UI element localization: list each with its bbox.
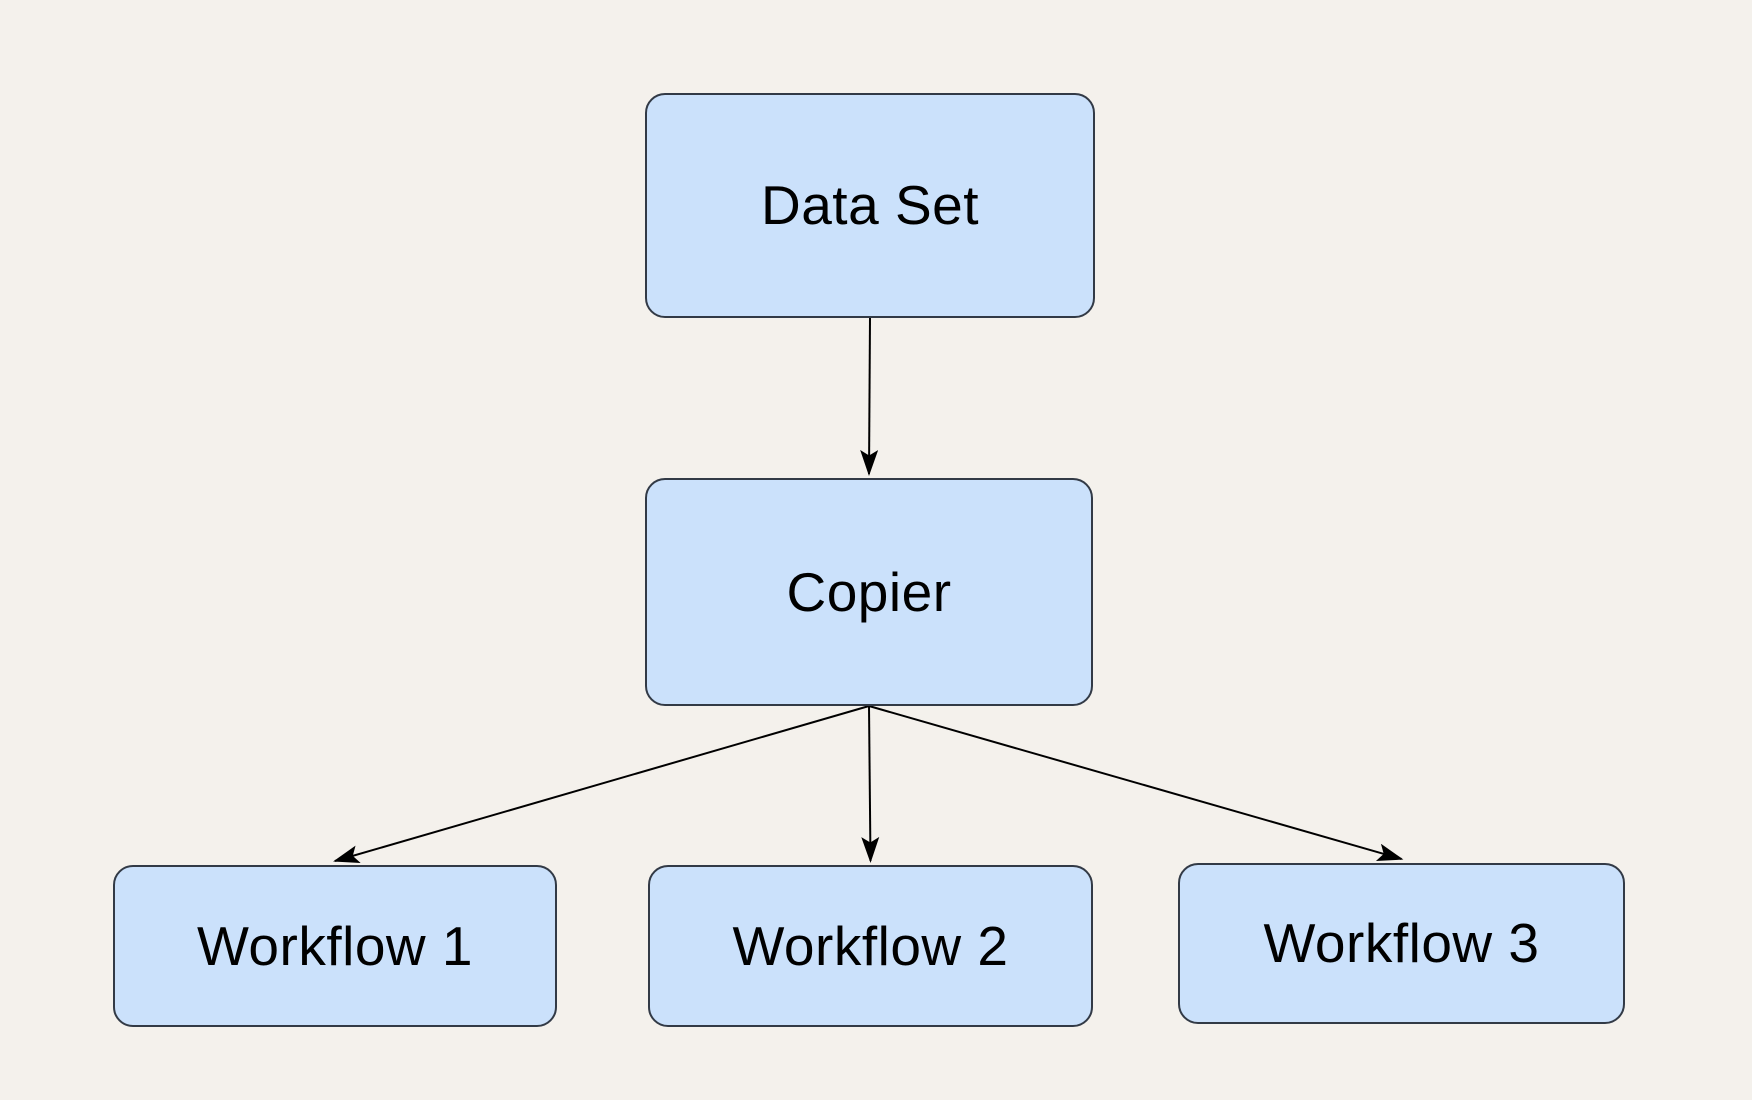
node-workflow-3-label: Workflow 3 bbox=[1263, 912, 1540, 974]
node-copier[interactable]: Copier bbox=[645, 478, 1093, 706]
node-workflow-3[interactable]: Workflow 3 bbox=[1178, 863, 1625, 1024]
edge-copier-workflow1 bbox=[333, 705, 870, 863]
node-data-set-label: Data Set bbox=[760, 174, 979, 236]
node-copier-label: Copier bbox=[786, 560, 952, 623]
node-workflow-1-label: Workflow 1 bbox=[197, 914, 473, 977]
node-workflow-1[interactable]: Workflow 1 bbox=[113, 865, 557, 1027]
node-workflow-2[interactable]: Workflow 2 bbox=[648, 865, 1093, 1027]
edge-copier-workflow2 bbox=[861, 705, 880, 863]
edge-copier-workflow3 bbox=[868, 705, 1404, 862]
node-data-set[interactable]: Data Set bbox=[645, 93, 1095, 318]
edge-dataset-copier bbox=[860, 317, 879, 476]
node-workflow-2-label: Workflow 2 bbox=[732, 914, 1009, 977]
